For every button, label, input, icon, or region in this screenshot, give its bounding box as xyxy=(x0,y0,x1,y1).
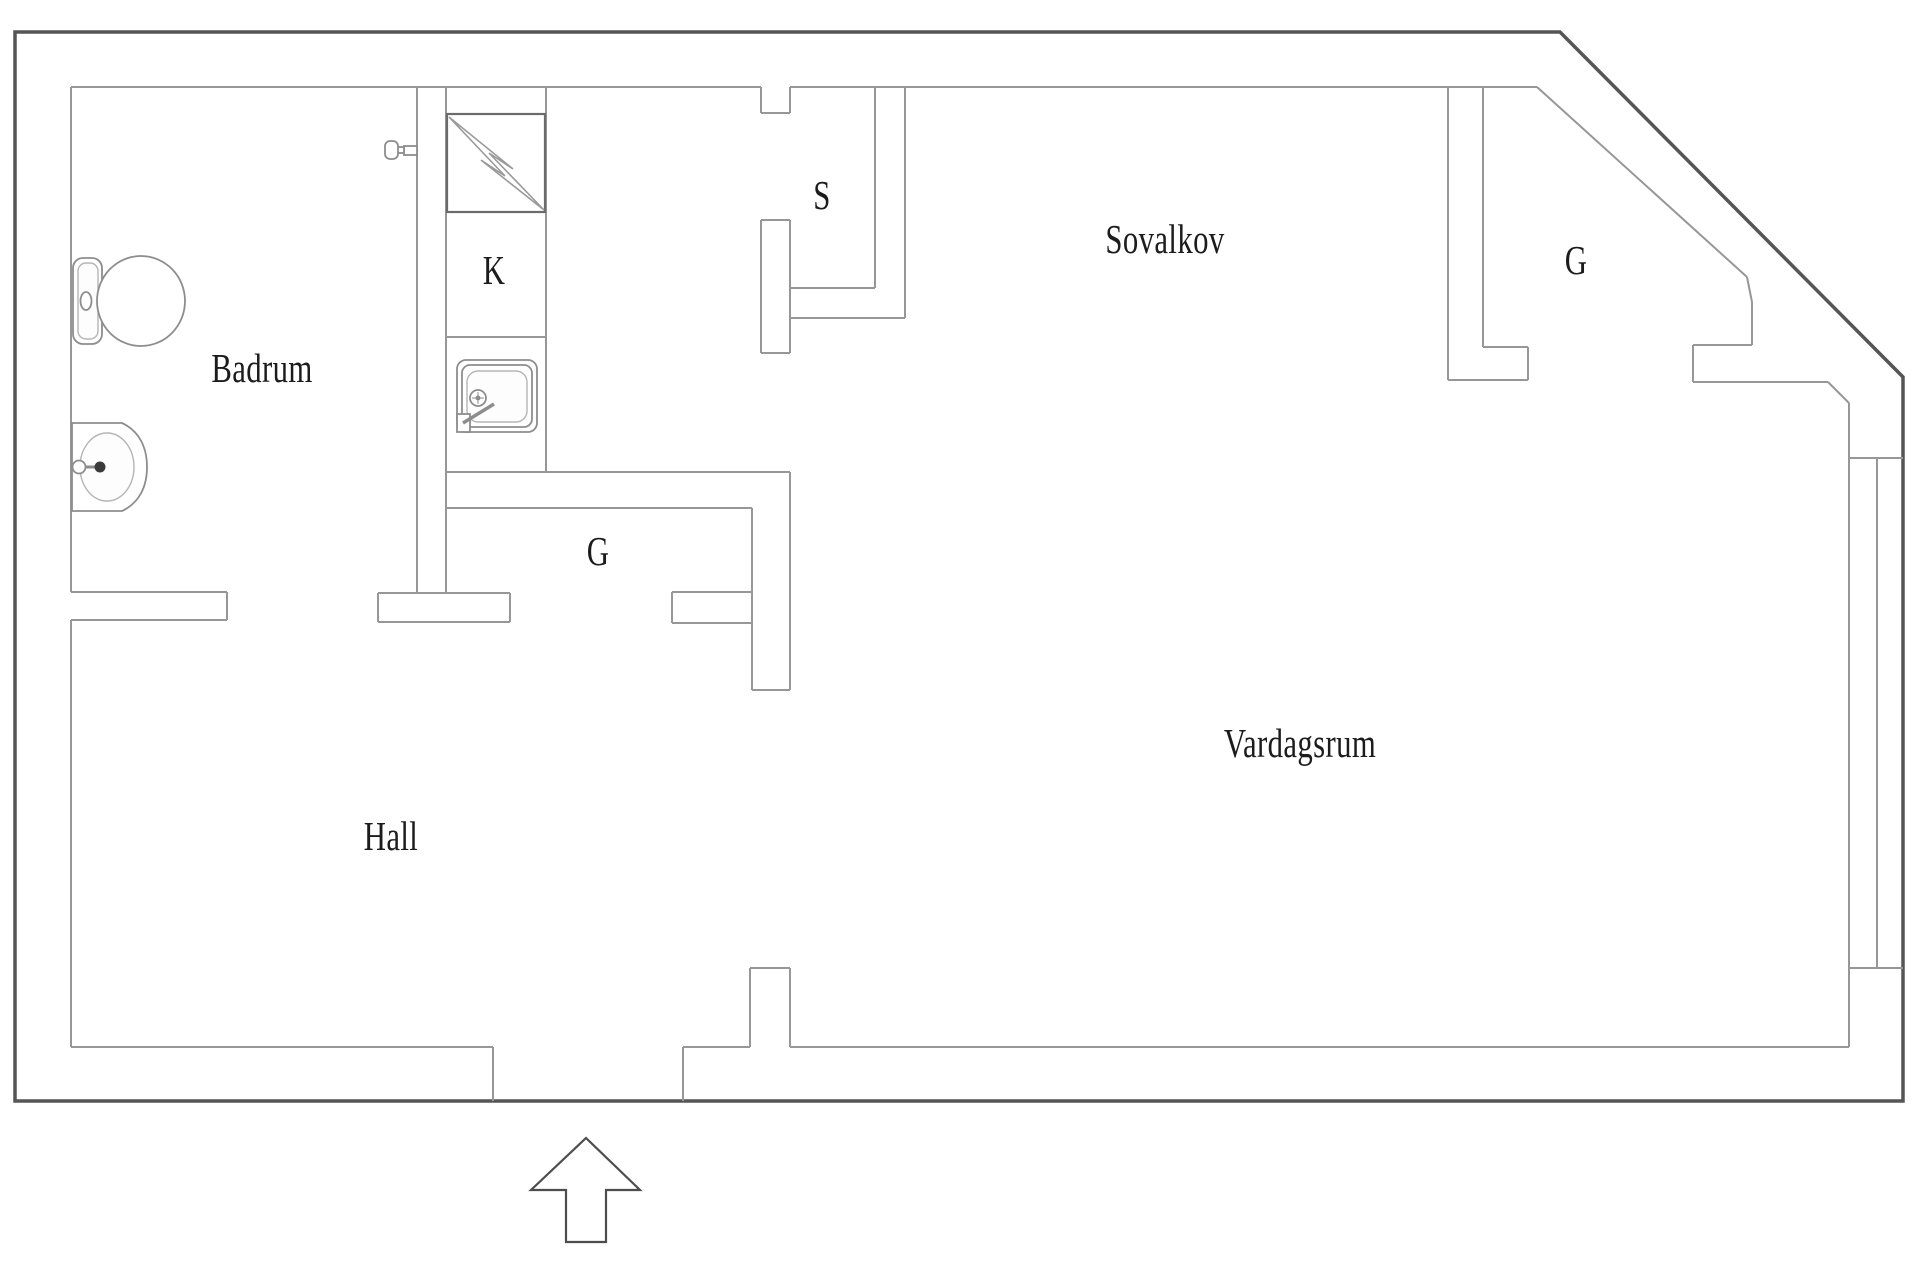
kitchen-sink-icon xyxy=(456,359,538,433)
wall-hook-icon xyxy=(384,140,418,160)
washbasin-icon xyxy=(71,422,148,512)
toilet-icon xyxy=(72,255,186,347)
outer-walls xyxy=(13,30,1905,1103)
stove-icon xyxy=(445,112,547,214)
inner-walls xyxy=(70,86,1903,1101)
entry-arrow-icon xyxy=(528,1136,643,1244)
